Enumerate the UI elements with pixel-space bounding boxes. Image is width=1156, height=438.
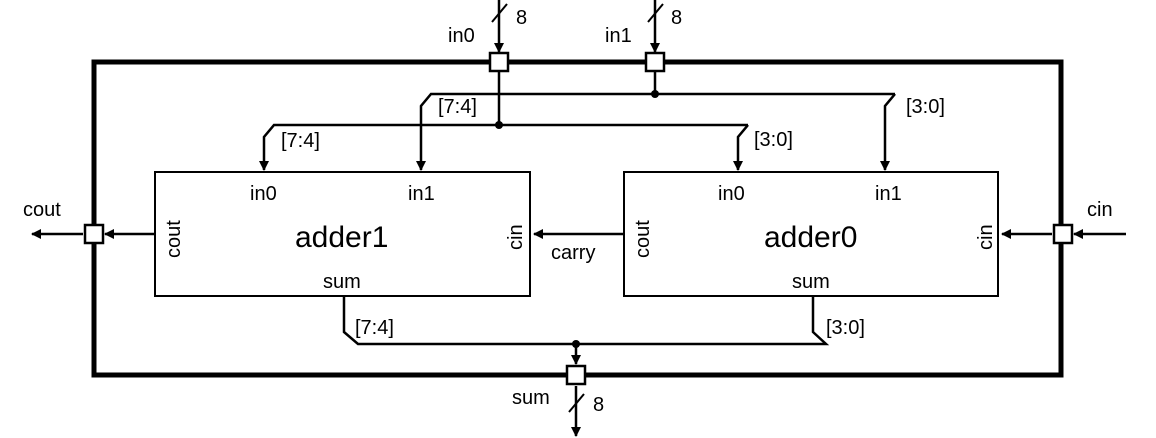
- adder1-cout-pin: cout: [163, 220, 185, 258]
- in1-port-label: in1: [605, 25, 632, 47]
- adder1-in1-pin: in1: [408, 183, 435, 205]
- adder0-name: adder0: [764, 221, 857, 254]
- adder0-cout-pin: cout: [632, 220, 654, 258]
- cout-port: [83, 223, 105, 245]
- adder1-block: [154, 171, 531, 297]
- sum-port-label: sum: [512, 387, 550, 409]
- sum-port: [565, 364, 587, 386]
- carry-net-label: carry: [551, 242, 595, 264]
- in1-bus: [416, 71, 896, 171]
- cout-port-label: cout: [23, 199, 61, 221]
- in0-width-label: 8: [516, 7, 527, 29]
- in1-input-wire: [647, 0, 664, 53]
- adder1-cin-pin: cin: [505, 224, 527, 250]
- adder1-sum-pin: sum: [323, 271, 361, 293]
- in0-lo-slice-label: [3:0]: [754, 129, 793, 151]
- in1-port: [644, 51, 666, 73]
- adder0-cin-pin: cin: [975, 224, 997, 250]
- adder1-in0-pin: in0: [250, 183, 277, 205]
- cin-port: [1052, 223, 1074, 245]
- in1-width-label: 8: [671, 7, 682, 29]
- sum-width-label: 8: [593, 394, 604, 416]
- in1-lo-slice-label: [3:0]: [906, 96, 945, 118]
- adder0-sum-pin: sum: [792, 271, 830, 293]
- sum-bus: [342, 296, 830, 365]
- adder0-in0-pin: in0: [718, 183, 745, 205]
- in1-hi-slice-label: [7:4]: [438, 96, 477, 118]
- in0-port: [488, 51, 510, 73]
- adder0-in1-pin: in1: [875, 183, 902, 205]
- sum-hi-slice-label: [7:4]: [355, 317, 394, 339]
- sum-output-wire: [568, 386, 585, 437]
- in0-input-wire: [491, 0, 508, 53]
- adder0-block: [623, 171, 999, 297]
- in0-hi-slice-label: [7:4]: [281, 130, 320, 152]
- in0-bus: [259, 71, 749, 171]
- in0-port-label: in0: [448, 25, 475, 47]
- cin-port-label: cin: [1087, 199, 1113, 221]
- sum-lo-slice-label: [3:0]: [826, 317, 865, 339]
- adder1-name: adder1: [295, 221, 388, 254]
